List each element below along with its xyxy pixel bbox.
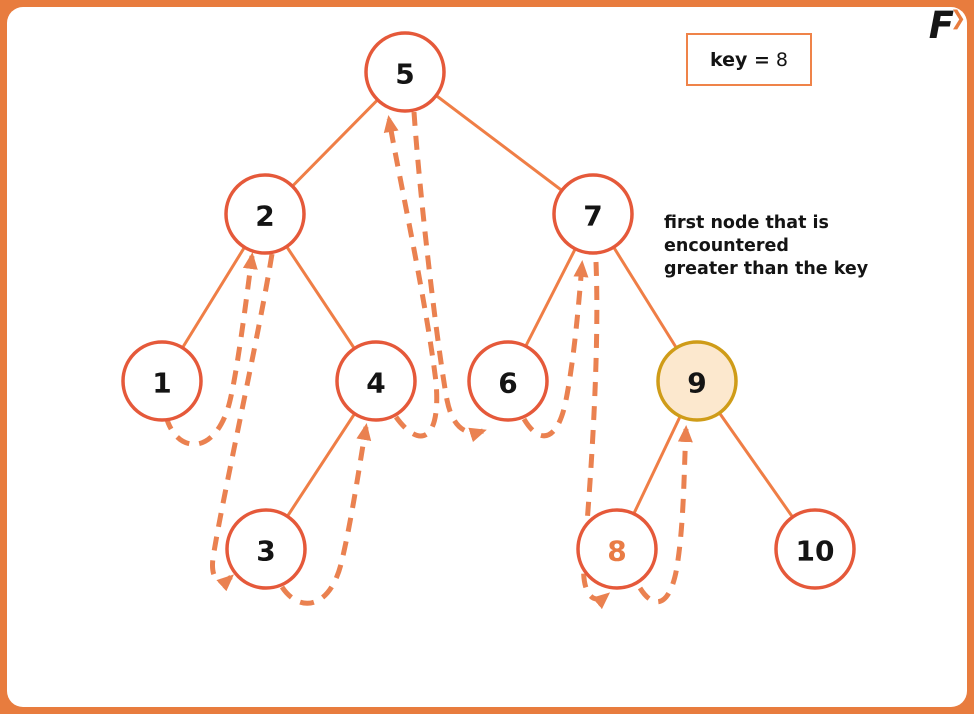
traversal-arrow-5-to-6 <box>411 111 487 443</box>
node-label: 3 <box>256 535 275 568</box>
traversal-arrows <box>163 111 693 610</box>
node-circle <box>467 340 549 422</box>
key-box-label: key = <box>709 48 770 71</box>
tree-node-2: 2 <box>224 173 306 255</box>
node-circle-highlighted <box>656 340 738 422</box>
node-label: 2 <box>255 200 274 233</box>
traversal-arrow-1-to-2 <box>163 252 258 447</box>
node-label: 7 <box>583 200 602 233</box>
annotation-text: first node that is encountered greater t… <box>664 212 894 281</box>
traversal-arrow-8-to-9 <box>637 425 693 605</box>
traversal-arrow-7-to-8 <box>581 261 611 610</box>
annotation-line-2: encountered <box>664 236 789 256</box>
tree-node-3: 3 <box>225 508 307 590</box>
traversal-arrow-4-to-5 <box>383 115 440 439</box>
key-box-value: 8 <box>775 48 789 71</box>
brand-logo: F ❯ <box>914 4 966 48</box>
node-circle <box>576 508 658 590</box>
tree-node-7: 7 <box>552 173 634 255</box>
node-circle <box>774 508 856 590</box>
key-box: key = 8 <box>686 33 812 86</box>
tree-nodes: 5 2 7 1 4 6 9 3 8 10 <box>121 31 856 590</box>
tree-node-5: 5 <box>364 31 446 113</box>
node-circle <box>335 340 417 422</box>
node-label: 8 <box>607 535 626 568</box>
node-label: 9 <box>687 367 706 400</box>
tree-node-1: 1 <box>121 340 203 422</box>
node-label: 5 <box>395 58 414 91</box>
node-circle <box>364 31 446 113</box>
annotation-line-3: greater than the key <box>664 259 869 279</box>
logo-chevron-icon: ❯ <box>950 6 966 30</box>
node-circle <box>224 173 306 255</box>
tree-node-9: 9 <box>656 340 738 422</box>
tree-node-8: 8 <box>576 508 658 590</box>
tree-node-6: 6 <box>467 340 549 422</box>
node-circle <box>552 173 634 255</box>
tree-node-10: 10 <box>774 508 856 590</box>
traversal-arrow-6-to-7 <box>521 260 589 439</box>
node-label: 6 <box>498 367 517 400</box>
node-circle <box>121 340 203 422</box>
node-label: 4 <box>366 367 385 400</box>
node-circle <box>225 508 307 590</box>
node-label: 1 <box>152 367 171 400</box>
logo-letter: F <box>928 4 954 47</box>
traversal-arrow-3-to-4 <box>279 423 372 606</box>
tree-node-4: 4 <box>335 340 417 422</box>
annotation-line-1: first node that is <box>664 213 829 233</box>
node-label: 10 <box>796 535 835 568</box>
